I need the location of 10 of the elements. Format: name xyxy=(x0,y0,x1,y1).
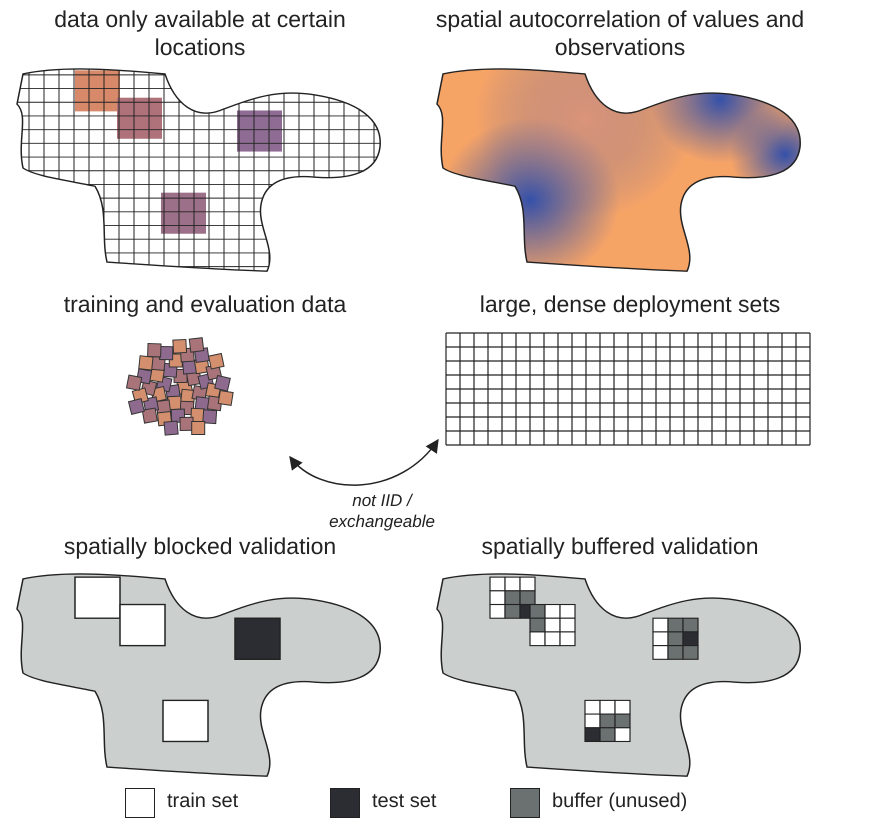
legend-label: buffer (unused) xyxy=(552,790,688,813)
legend-label: train set xyxy=(167,790,238,813)
legend-label: test set xyxy=(372,790,436,813)
panel-title: spatially blocked validation xyxy=(62,532,338,560)
panel-title: training and evaluation data xyxy=(62,290,348,318)
panel-title: spatial autocorrelation of values and observations xyxy=(434,5,806,61)
panel-title: data only available at certain locations xyxy=(53,5,347,61)
double-arrow xyxy=(289,438,439,486)
panel-title: spatially buffered validation xyxy=(480,532,760,560)
panel-title: large, dense deployment sets xyxy=(478,290,782,318)
